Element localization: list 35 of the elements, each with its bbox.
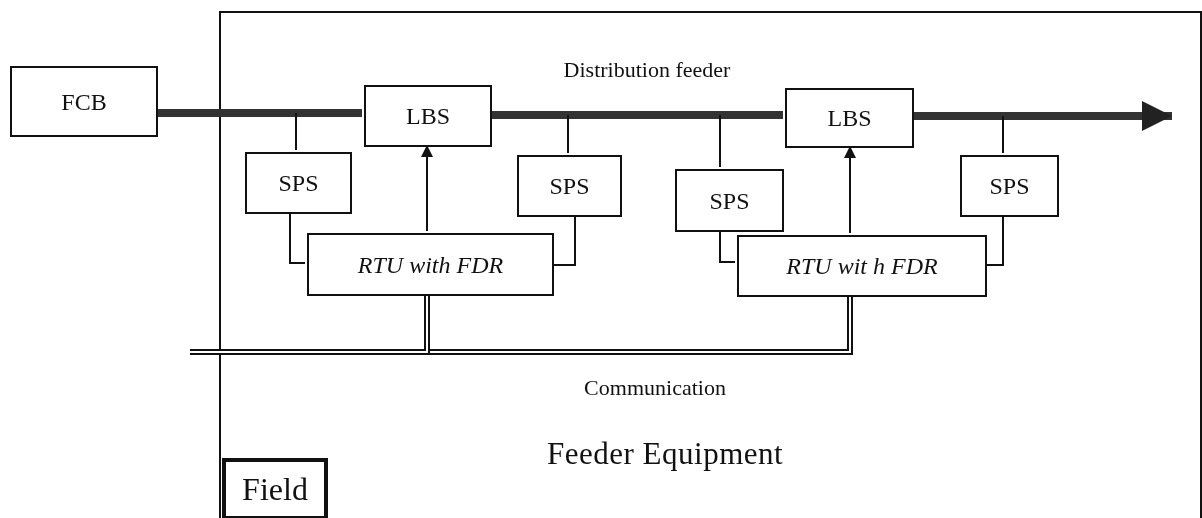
box-label: FCB [61,89,107,114]
connector-line [289,211,306,264]
feeder-line [158,109,362,117]
box-label: LBS [827,106,872,130]
connector-line [1002,115,1004,154]
box-label: RTU wit h FDR [786,254,938,278]
device-box [517,155,622,217]
communication-line [190,294,430,355]
box-label: Field [242,473,308,505]
field-area-panel [219,11,1202,518]
area-label-box [222,458,328,518]
arrow [421,144,433,232]
device-box [307,233,554,296]
box-label: LBS [406,104,450,128]
connector-line [719,229,736,263]
arrow [844,145,856,234]
box-label: SPS [549,174,590,198]
device-box [785,88,914,148]
connector-line [567,114,569,154]
connector-line [719,114,721,168]
device-box [675,169,784,232]
connector-line [551,214,576,266]
box-label: SPS [278,171,319,195]
box-label: SPS [989,174,1030,198]
device-box [737,235,987,297]
device-box [960,155,1059,217]
device-box [364,85,492,147]
area-title: Feeder Equipment [547,438,784,469]
box-label: SPS [709,188,750,213]
device-box [245,152,352,214]
connector-line [984,214,1004,266]
feeder-line [490,111,783,119]
box-label: RTU with FDR [357,252,504,277]
connector-line [295,112,297,151]
device-box [10,66,158,137]
